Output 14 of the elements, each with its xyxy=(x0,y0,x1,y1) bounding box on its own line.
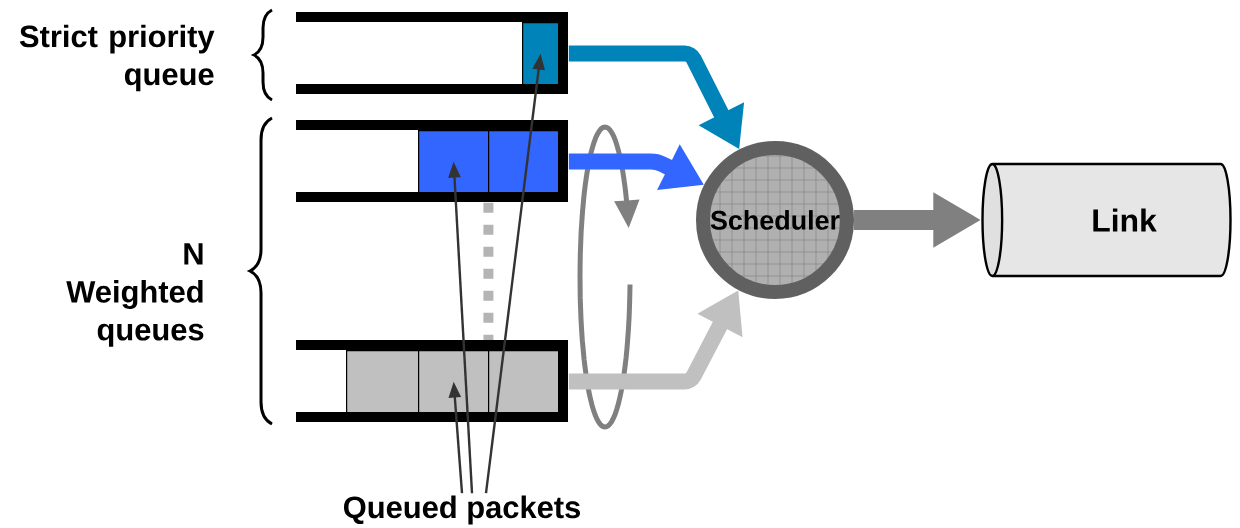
dotted-line xyxy=(483,202,494,340)
side-label: Strict priority queue xyxy=(19,24,215,92)
packet xyxy=(418,350,490,414)
queue-buffer xyxy=(296,12,568,94)
packet xyxy=(488,350,560,414)
queue-buffer xyxy=(296,340,568,422)
packet xyxy=(488,130,560,194)
link-cylinder: Link xyxy=(981,162,1232,278)
queue-buffer xyxy=(296,120,568,202)
packet xyxy=(418,130,490,194)
callout-label: Queued packets xyxy=(344,495,580,525)
packet xyxy=(522,22,560,86)
packet xyxy=(346,350,420,414)
side-label: N Weighted queues xyxy=(66,243,204,347)
